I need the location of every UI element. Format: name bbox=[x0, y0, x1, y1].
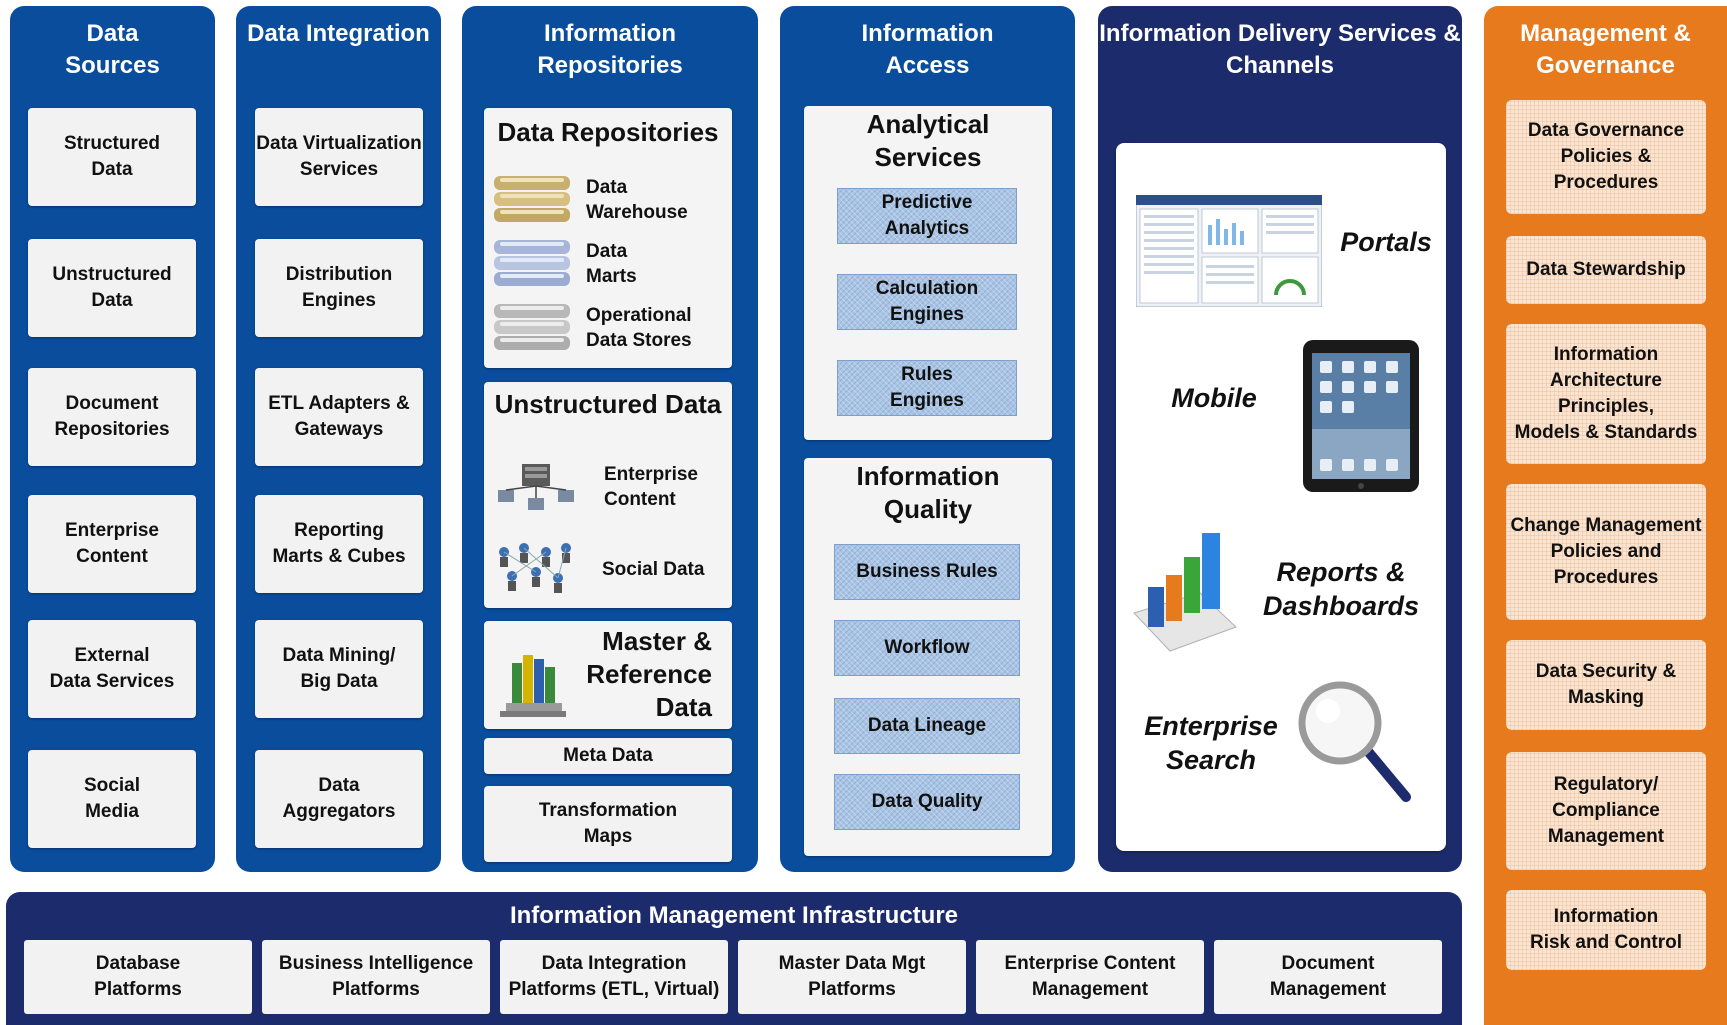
unstructured-data-title: Unstructured Data bbox=[494, 389, 722, 419]
unstructured-data-panel: Unstructured Data Enterprise Content Soc… bbox=[484, 382, 732, 608]
source-unstructured-data: Unstructured Data bbox=[28, 239, 196, 337]
tablet-icon bbox=[1303, 340, 1419, 492]
repo-label-data-marts: Data Marts bbox=[586, 241, 637, 287]
integration-distribution-engines: Distribution Engines bbox=[255, 239, 423, 337]
master-reference-panel: Master & Reference Data bbox=[484, 621, 732, 729]
channel-label-reports-dashboards: Reports & Dashboards bbox=[1262, 557, 1420, 621]
information-access-title: Information Access bbox=[861, 20, 994, 79]
unstructured-item-enterprise-content: Enterprise Content bbox=[494, 458, 698, 516]
analytical-services-panel: Analytical Services Predictive Analytics… bbox=[804, 106, 1052, 440]
information-repositories-column: Information Repositories Data Repositori… bbox=[462, 6, 758, 872]
service-calculation-engines: Calculation Engines bbox=[837, 274, 1017, 330]
governance-change-management: Change Management Policies and Procedure… bbox=[1506, 484, 1706, 620]
repo-label-operational-data-stores: Operational Data Stores bbox=[586, 305, 692, 351]
governance-regulatory-compliance: Regulatory/ Compliance Management bbox=[1506, 752, 1706, 870]
master-reference-title: Master & Reference Data bbox=[586, 626, 712, 722]
source-external-data-services: External Data Services bbox=[28, 620, 196, 718]
people-network-icon bbox=[499, 543, 571, 593]
integration-reporting-marts: Reporting Marts & Cubes bbox=[255, 495, 423, 593]
governance-column: Management & Governance Data Governance … bbox=[1484, 6, 1727, 1025]
bar-chart-icon bbox=[1133, 533, 1237, 652]
governance-data-stewardship: Data Stewardship bbox=[1506, 236, 1706, 304]
repo-item-data-marts: Data Marts bbox=[492, 236, 637, 292]
data-sources-title: Data Sources bbox=[65, 20, 160, 79]
governance-information-risk: Information Risk and Control bbox=[1506, 890, 1706, 970]
infra-master-data-mgt-platforms: Master Data Mgt Platforms bbox=[738, 940, 966, 1014]
information-repositories-title: Information Repositories bbox=[537, 20, 683, 79]
source-structured-data: Structured Data bbox=[28, 108, 196, 206]
repo-label-data-warehouse: Data Warehouse bbox=[586, 177, 688, 223]
portal-screenshot-icon bbox=[1136, 195, 1322, 307]
governance-data-governance-policies: Data Governance Policies & Procedures bbox=[1506, 100, 1706, 214]
quality-workflow: Workflow bbox=[834, 620, 1020, 676]
transformation-maps-box: Transformation Maps bbox=[484, 786, 732, 862]
gray-database-icon bbox=[494, 304, 570, 350]
integration-etl-adapters: ETL Adapters & Gateways bbox=[255, 368, 423, 466]
data-integration-column: Data Integration Data Virtualization Ser… bbox=[236, 6, 441, 872]
repo-item-data-warehouse: Data Warehouse bbox=[492, 172, 688, 228]
source-enterprise-content: Enterprise Content bbox=[28, 495, 196, 593]
infra-database-platforms: Database Platforms bbox=[24, 940, 252, 1014]
service-predictive-analytics: Predictive Analytics bbox=[837, 188, 1017, 244]
integration-data-virtualization: Data Virtualization Services bbox=[255, 108, 423, 206]
integration-data-mining: Data Mining/ Big Data bbox=[255, 620, 423, 718]
data-sources-column: Data Sources Structured Data Unstructure… bbox=[10, 6, 215, 872]
source-social-media: Social Media bbox=[28, 750, 196, 848]
source-document-repositories: Document Repositories bbox=[28, 368, 196, 466]
delivery-channels-panel: Portals Mobile Reports & Dashboards Ente… bbox=[1116, 143, 1446, 851]
information-quality-panel: Information Quality Business Rules Workf… bbox=[804, 458, 1052, 856]
infrastructure-bar: Information Management Infrastructure Da… bbox=[6, 892, 1462, 1025]
unstructured-item-social-data: Social Data bbox=[494, 540, 704, 598]
governance-data-security: Data Security & Masking bbox=[1506, 640, 1706, 730]
data-repositories-title: Data Repositories bbox=[497, 117, 719, 147]
governance-title: Management & Governance bbox=[1520, 20, 1691, 79]
analytical-services-title: Analytical Services bbox=[866, 109, 990, 172]
data-repositories-panel: Data Repositories Data Warehouse Data Ma… bbox=[484, 108, 732, 368]
infra-data-integration-platforms: Data Integration Platforms (ETL, Virtual… bbox=[500, 940, 728, 1014]
delivery-column: Information Delivery Services & Channels… bbox=[1098, 6, 1462, 872]
channel-label-enterprise-search: Enterprise Search bbox=[1144, 711, 1278, 775]
infra-business-intelligence-platforms: Business Intelligence Platforms bbox=[262, 940, 490, 1014]
quality-data-lineage: Data Lineage bbox=[834, 698, 1020, 754]
gold-database-icon bbox=[494, 176, 570, 222]
service-rules-engines: Rules Engines bbox=[837, 360, 1017, 416]
infrastructure-title: Information Management Infrastructure bbox=[509, 902, 959, 929]
network-servers-icon bbox=[498, 464, 574, 510]
repo-item-operational-data-stores: Operational Data Stores bbox=[492, 300, 692, 356]
data-integration-title: Data Integration bbox=[247, 20, 430, 47]
quality-business-rules: Business Rules bbox=[834, 544, 1020, 600]
magnifying-glass-icon bbox=[1298, 681, 1411, 802]
quality-data-quality: Data Quality bbox=[834, 774, 1020, 830]
delivery-title: Information Delivery Services & Channels bbox=[1099, 20, 1461, 79]
books-stack-icon bbox=[500, 655, 566, 717]
unstructured-label-enterprise-content: Enterprise Content bbox=[604, 464, 698, 510]
unstructured-label-social-data: Social Data bbox=[602, 558, 705, 580]
governance-information-architecture: Information Architecture Principles, Mod… bbox=[1506, 324, 1706, 464]
information-access-column: Information Access Analytical Services P… bbox=[780, 6, 1075, 872]
blue-database-icon bbox=[494, 240, 570, 286]
integration-data-aggregators: Data Aggregators bbox=[255, 750, 423, 848]
channel-label-portals: Portals bbox=[1340, 227, 1432, 257]
information-quality-title: Information Quality bbox=[856, 461, 1000, 524]
channel-label-mobile: Mobile bbox=[1171, 383, 1257, 413]
infra-enterprise-content-management: Enterprise Content Management bbox=[976, 940, 1204, 1014]
infra-document-management: Document Management bbox=[1214, 940, 1442, 1014]
meta-data-box: Meta Data bbox=[484, 738, 732, 774]
